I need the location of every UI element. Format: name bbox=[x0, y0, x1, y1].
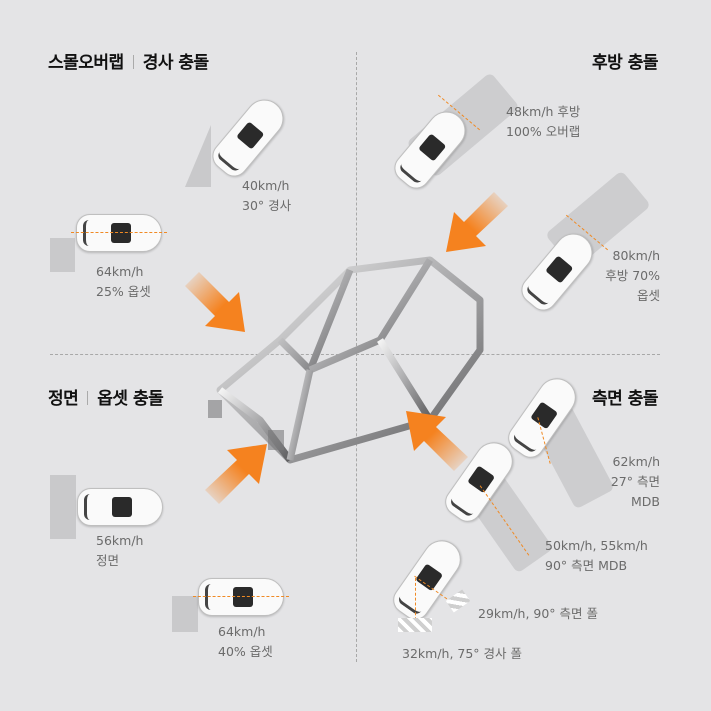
car-front bbox=[83, 220, 96, 246]
car-roof bbox=[233, 587, 253, 607]
label-line: 64km/h bbox=[218, 624, 266, 639]
car-rear-offset bbox=[515, 225, 601, 317]
label-rear-offset: 80km/h 후방 70% 옵셋 bbox=[590, 246, 660, 306]
title-rear-impact: 후방 충돌 bbox=[592, 53, 658, 73]
car-roof bbox=[530, 401, 559, 430]
title-separator bbox=[132, 55, 134, 69]
pole-barrier-75 bbox=[398, 618, 432, 632]
impact-line-75 bbox=[415, 578, 416, 630]
label-small-overlap: 64km/h 25% 옵셋 bbox=[96, 262, 151, 302]
title-small-overlap: 스몰오버랩 bbox=[48, 53, 124, 73]
title-separator bbox=[87, 391, 89, 405]
car-front bbox=[396, 590, 426, 616]
car-pole bbox=[387, 532, 469, 626]
label-line: 29km/h, 90° 측면 폴 bbox=[478, 606, 599, 621]
car-roof bbox=[112, 497, 132, 517]
label-rear-full: 48km/h 후방 100% 오버랩 bbox=[506, 102, 580, 142]
label-line: 90° 측면 MDB bbox=[545, 558, 628, 573]
car-oblique bbox=[206, 91, 292, 183]
label-pole-75: 32km/h, 75° 경사 폴 bbox=[402, 644, 522, 664]
car-front bbox=[397, 158, 427, 185]
label-line: 40% 옵셋 bbox=[218, 644, 273, 659]
label-line: 정면 bbox=[96, 553, 120, 568]
oblique-barrier bbox=[185, 125, 211, 187]
vertical-divider bbox=[356, 52, 357, 662]
label-line: 25% 옵셋 bbox=[96, 284, 151, 299]
car-frontal bbox=[77, 488, 163, 526]
label-line: 30° 경사 bbox=[242, 198, 292, 213]
label-line: 40km/h bbox=[242, 178, 290, 193]
arrow-icon-side bbox=[406, 411, 468, 471]
label-side-90: 50km/h, 55km/h 90° 측면 MDB bbox=[545, 536, 648, 576]
car-offset-40 bbox=[193, 578, 289, 616]
label-line: 32km/h, 75° 경사 폴 bbox=[402, 646, 523, 661]
title-frontal-offset: 정면 옵셋 충돌 bbox=[48, 384, 164, 409]
title-small-overlap-oblique: 스몰오버랩 경사 충돌 bbox=[48, 48, 209, 73]
label-line: 48km/h 후방 bbox=[506, 104, 581, 119]
car-body-frame-icon bbox=[208, 256, 484, 464]
label-line: 56km/h bbox=[96, 533, 144, 548]
deformable-barrier bbox=[172, 596, 198, 632]
label-line: 80km/h bbox=[612, 248, 660, 263]
arrow-icon-rear bbox=[446, 192, 508, 252]
pole-barrier-90 bbox=[445, 589, 471, 613]
rigid-barrier bbox=[50, 238, 75, 272]
label-side-27: 62km/h 27° 측면 MDB bbox=[590, 452, 660, 512]
car-front bbox=[215, 146, 245, 173]
title-side-impact: 측면 충돌 bbox=[592, 389, 658, 409]
car-small-overlap bbox=[71, 214, 167, 252]
label-offset-40: 64km/h 40% 옵셋 bbox=[218, 622, 273, 662]
car-front bbox=[448, 492, 478, 518]
title-frontal: 정면 bbox=[48, 389, 79, 409]
label-line: 후방 70% bbox=[605, 268, 660, 283]
rigid-barrier bbox=[50, 475, 76, 539]
label-oblique: 40km/h 30° 경사 bbox=[242, 176, 291, 216]
overlap-line bbox=[71, 232, 167, 233]
label-frontal: 56km/h 정면 bbox=[96, 531, 143, 571]
label-line: MDB bbox=[631, 494, 660, 509]
label-line: 옵셋 bbox=[636, 288, 660, 303]
title-oblique: 경사 충돌 bbox=[142, 53, 209, 73]
car-roof bbox=[418, 133, 447, 162]
car-roof bbox=[236, 121, 265, 150]
title-offset: 옵셋 충돌 bbox=[97, 389, 164, 409]
car-front bbox=[84, 494, 97, 520]
label-pole-90: 29km/h, 90° 측면 폴 bbox=[478, 604, 598, 624]
label-line: 64km/h bbox=[96, 264, 144, 279]
arrow-icon-front bbox=[205, 444, 267, 504]
label-line: 100% 오버랩 bbox=[506, 124, 581, 139]
car-roof bbox=[111, 223, 131, 243]
arrow-icon-front-left bbox=[185, 272, 245, 332]
label-line: 50km/h, 55km/h bbox=[545, 538, 648, 553]
car-front bbox=[524, 280, 554, 307]
car-roof bbox=[545, 255, 574, 284]
label-line: 62km/h bbox=[612, 454, 660, 469]
car-front bbox=[205, 584, 218, 610]
label-line: 27° 측면 bbox=[610, 474, 660, 489]
overlap-line bbox=[193, 596, 289, 597]
car-front bbox=[511, 428, 541, 454]
